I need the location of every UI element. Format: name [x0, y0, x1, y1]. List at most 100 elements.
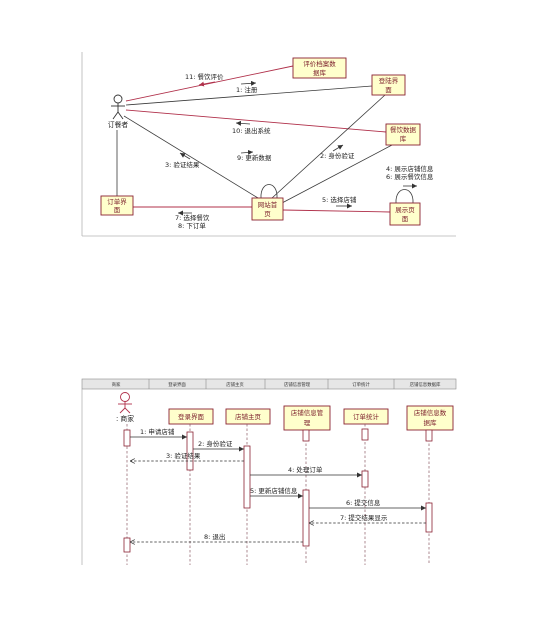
msg-6-label: 6: 展示餐饮信息: [386, 172, 434, 181]
msg-11-label: 11: 餐饮评价: [185, 72, 224, 81]
object-login-label-line1: 登陆界: [379, 76, 399, 85]
object-order-box: [100, 195, 134, 216]
actor-right-leg: [117, 111, 124, 120]
collaboration-diagram: 订餐者 评价档案数 据库 登陆界 面 餐饮数据 库 订单界 面 网站首 页: [81, 52, 456, 237]
object-shop-info-management: 店铺信息管 理: [283, 405, 331, 431]
msg-label-3: 3: 验证结果: [166, 451, 201, 460]
arrow-msg-9: [240, 149, 254, 155]
link-home-display: [282, 209, 391, 213]
self-loop-home: [260, 184, 278, 199]
msg-4-label: 4: 展示店铺信息: [386, 164, 434, 173]
actor-head: [113, 94, 123, 104]
object-shop-info-management-label-line2: 理: [304, 419, 311, 427]
header-column-label: 店铺信息管理: [284, 381, 311, 388]
arrow-msg-2: [332, 144, 344, 152]
header-column-label: 商家: [112, 381, 121, 388]
activation-bar: [123, 429, 131, 447]
msg-8-label: 8: 下订单: [178, 221, 206, 230]
object-display: 展示页 面: [389, 202, 421, 226]
arrow-msg-1: [240, 80, 257, 86]
object-dining-db-box: [385, 123, 421, 146]
sequence-header-band: [81, 378, 457, 390]
object-order-statistics-label: 订单统计: [353, 412, 380, 421]
msg-label-5: 5: 更新店铺信息: [250, 486, 298, 495]
link-actor-review-db: [125, 65, 294, 102]
object-login-page-box: [168, 408, 214, 425]
activation-bar: [302, 429, 310, 442]
msg-3-label: 3: 验证结果: [165, 160, 200, 169]
activation-bar: [361, 470, 369, 488]
header-column-label: 店铺主页: [226, 381, 244, 388]
object-order-statistics: 订单统计: [343, 408, 389, 425]
msg-9-label: 9: 更新数据: [237, 153, 272, 162]
link-actor-login: [125, 85, 373, 106]
actor-left-leg: [112, 111, 119, 120]
object-order-label-line1: 订单界: [107, 197, 127, 206]
merchant-actor-icon: [118, 392, 132, 414]
actor-left-leg: [119, 407, 126, 414]
object-login-page: 登录界面: [168, 408, 214, 425]
activation-bar: [425, 502, 433, 533]
object-shop-info-management-label-line1: 店铺信息管: [291, 408, 324, 417]
merchant-actor-label: : 商家: [116, 414, 134, 423]
msg-label-7: 7: 提交结果显示: [340, 513, 388, 522]
object-display-label-line1: 展示页: [395, 206, 415, 214]
object-login: 登陆界 面: [371, 74, 406, 96]
header-column-label: 店铺信息数据库: [410, 381, 441, 388]
msg-label-2: 2: 身份验证: [198, 439, 233, 448]
msg-10-label: 10: 退出系统: [232, 126, 271, 135]
object-shop-info-db-label-line2: 据库: [424, 418, 438, 427]
object-login-label-line2: 面: [385, 86, 392, 94]
object-shop-home: 店铺主页: [225, 408, 271, 425]
activation-bar: [123, 537, 131, 553]
object-order-label-line2: 面: [114, 206, 121, 214]
activation-bar: [186, 431, 194, 471]
customer-actor-label: 订餐者: [108, 120, 129, 129]
actor-right-leg: [124, 407, 131, 414]
object-shop-info-db: 店铺信息数 据库: [406, 405, 454, 431]
link-actor-home: [123, 115, 259, 199]
self-loop-display: [395, 189, 414, 204]
header-column-label: 订单统计: [352, 381, 370, 388]
header-column-label: 登录界面: [168, 381, 186, 388]
msg-label-1: 1: 申请店铺: [140, 427, 175, 436]
msg-7-label: 7: 选择餐饮: [175, 213, 210, 222]
object-display-label-line2: 面: [402, 215, 409, 223]
object-shop-home-box: [225, 408, 271, 425]
msg-label-8: 8: 退出: [204, 532, 225, 541]
object-dining-db-label-line2: 库: [400, 134, 407, 143]
object-order-statistics-box: [343, 408, 389, 425]
object-shop-home-label: 店铺主页: [235, 412, 262, 421]
object-home: 网站首 页: [251, 197, 284, 221]
arrow-msg-3: [179, 152, 191, 160]
object-display-box: [389, 202, 421, 226]
object-home-box: [251, 197, 284, 221]
object-dining-db-label-line1: 餐饮数据: [390, 125, 417, 134]
link-home-dining-db: [281, 144, 393, 204]
object-home-label-line1: 网站首: [258, 200, 278, 209]
object-review-db-label-line2: 据库: [313, 68, 327, 77]
msg-label-4: 4: 处理订单: [288, 465, 323, 474]
arrow-msg-10: [235, 120, 251, 126]
msg-1-label: 1: 注册: [236, 85, 258, 94]
object-review-db: 评价档案数 据库: [292, 57, 347, 79]
object-login-box: [371, 74, 406, 96]
msg-5-label: 5: 选择店铺: [322, 195, 357, 204]
arrow-msg-11: [198, 81, 216, 87]
object-home-label-line2: 页: [264, 210, 271, 218]
activation-bar: [361, 428, 369, 441]
msg-label-6: 6: 提交信息: [346, 498, 381, 507]
object-dining-db: 餐饮数据 库: [385, 123, 421, 146]
link-home-login: [271, 94, 386, 199]
object-order: 订单界 面: [100, 195, 134, 216]
activation-bar: [243, 445, 251, 509]
activation-bar: [302, 489, 310, 547]
activation-bar: [425, 429, 433, 442]
object-login-page-label: 登录界面: [178, 412, 205, 421]
object-review-db-box: [292, 57, 347, 79]
customer-actor-icon: [111, 94, 125, 120]
actor-head: [120, 392, 130, 402]
link-actor-dining-db: [125, 109, 387, 133]
object-shop-info-db-label-line1: 店铺信息数: [414, 408, 447, 417]
